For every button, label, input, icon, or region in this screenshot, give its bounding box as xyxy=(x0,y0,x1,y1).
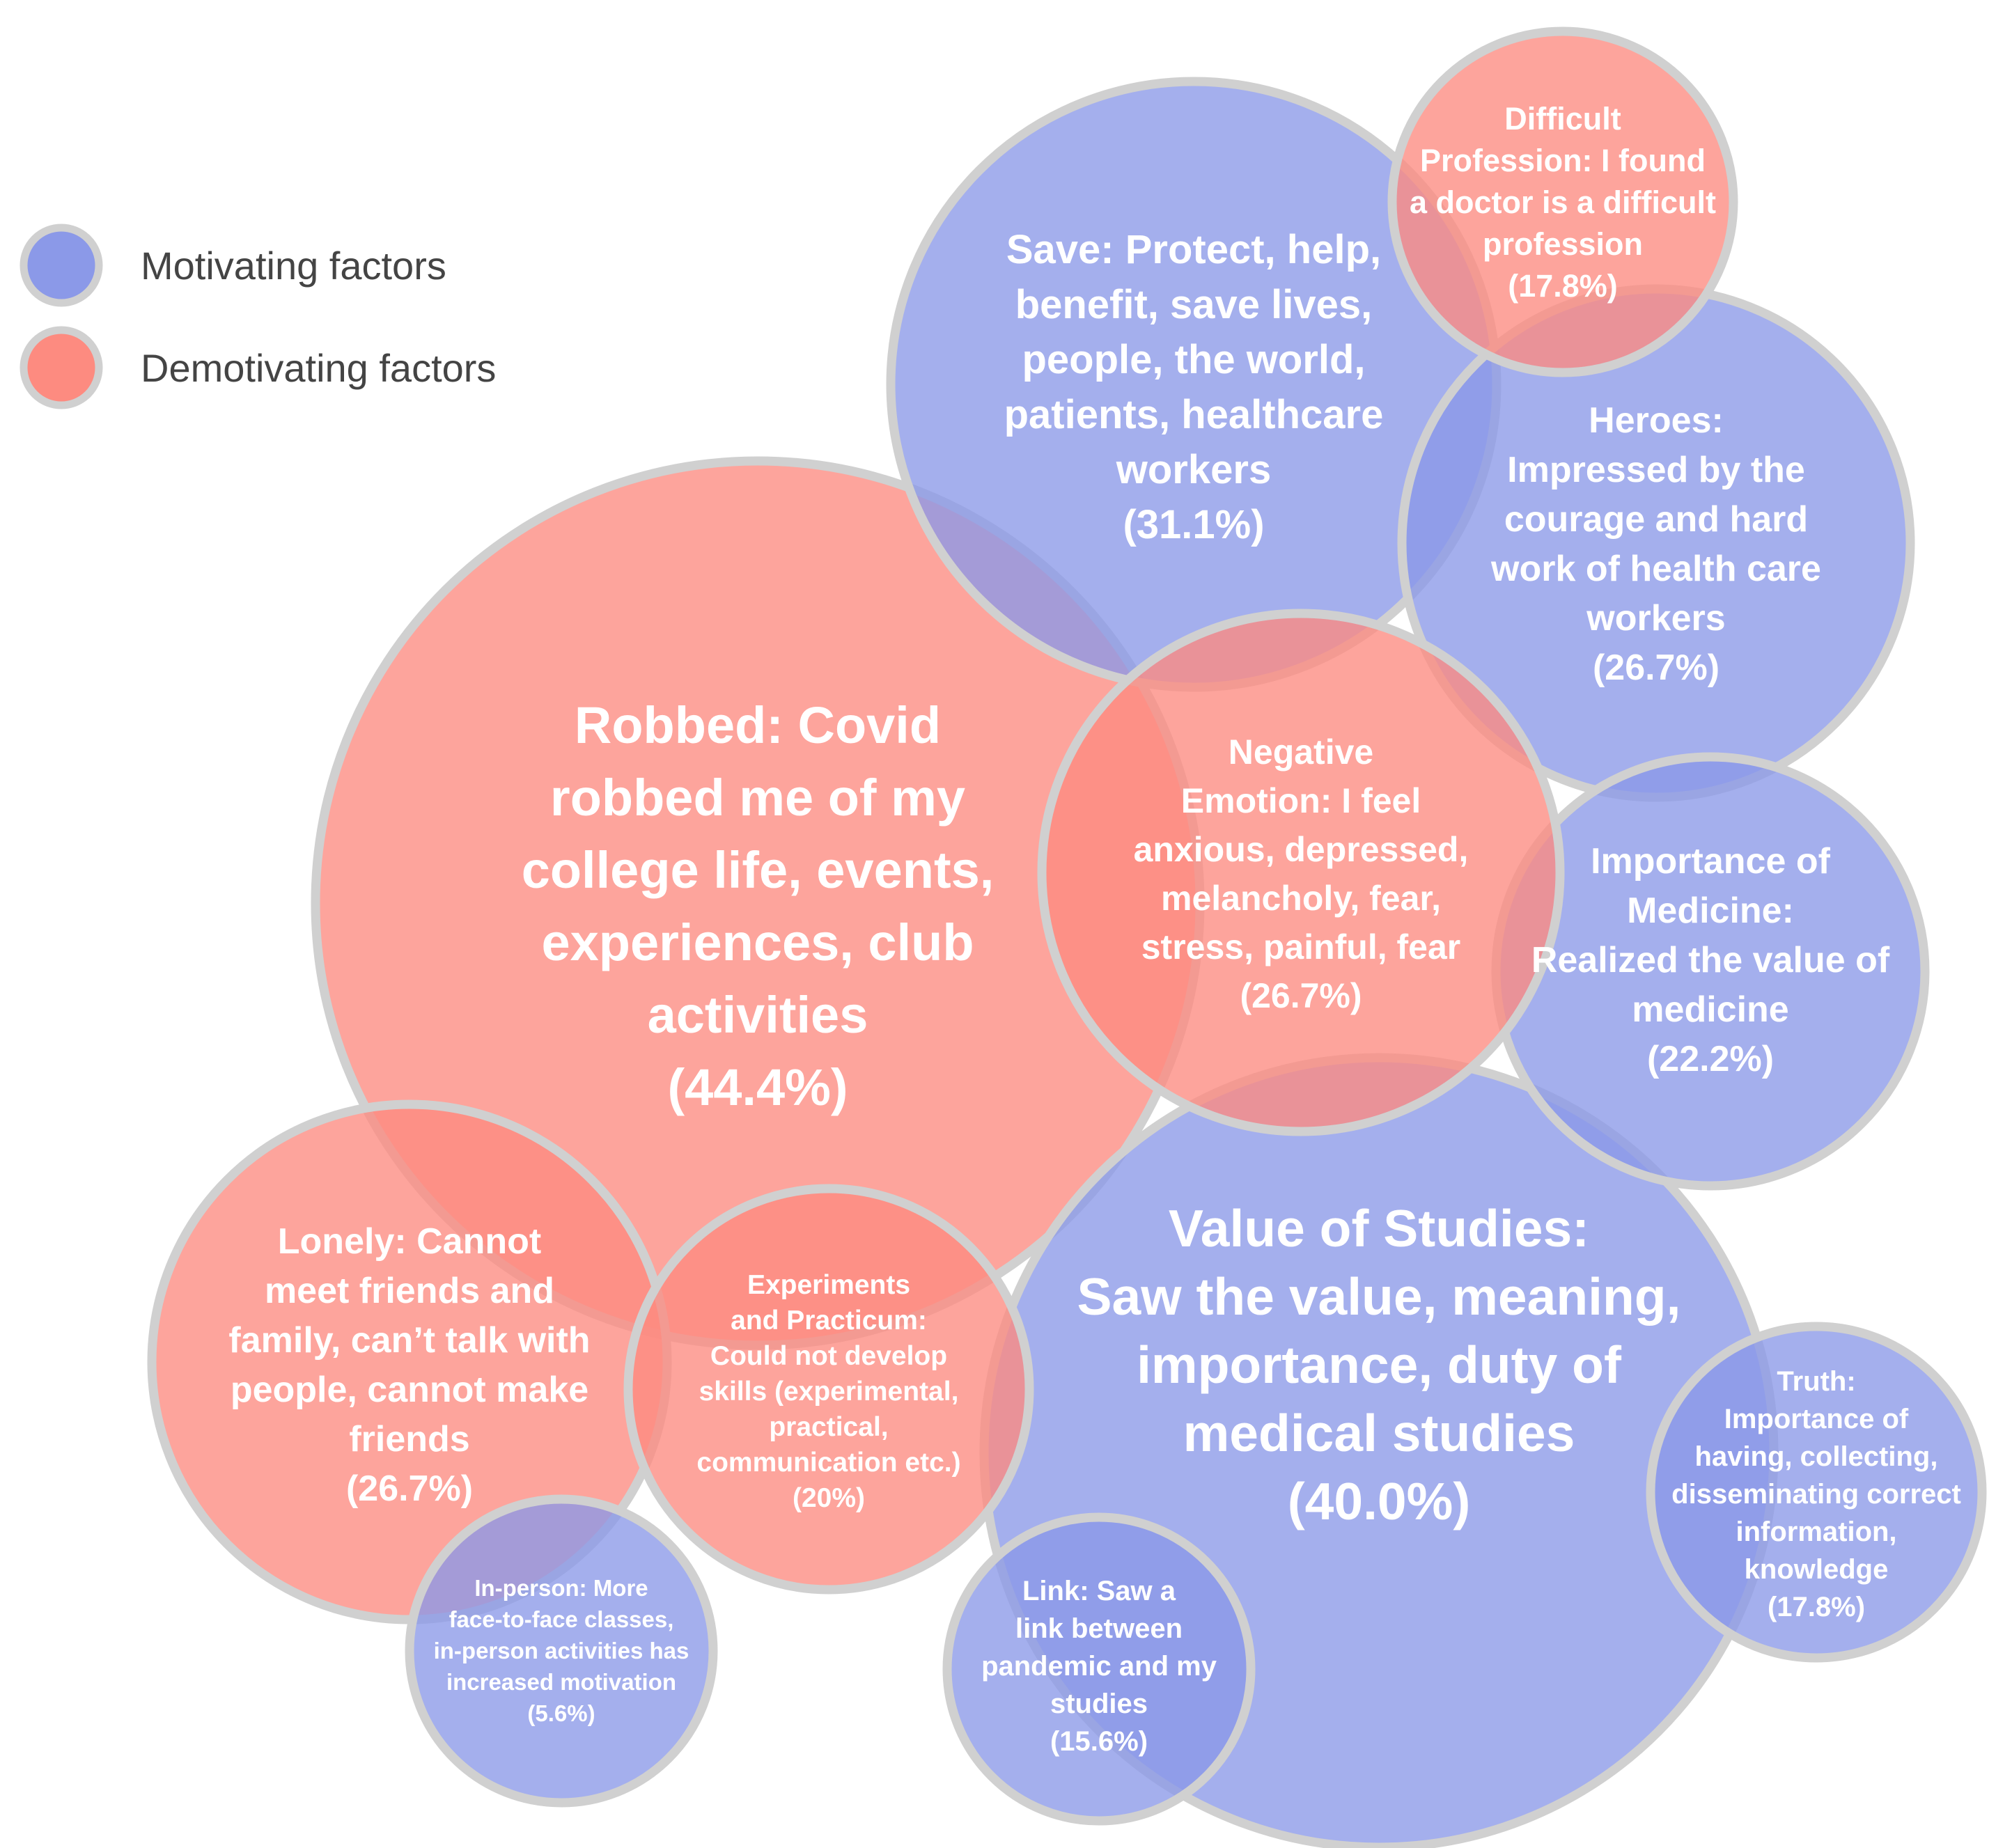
bubble-label-line: (5.6%) xyxy=(527,1700,595,1726)
bubble-label-line: pandemic and my xyxy=(981,1651,1217,1682)
bubble-label-line: Value of Studies: xyxy=(1169,1199,1589,1258)
bubble-label-line: Profession: I found xyxy=(1420,143,1706,178)
bubble-demotivating xyxy=(1387,26,1738,377)
bubble-label-line: Negative xyxy=(1229,733,1373,772)
bubble-label-line: friends xyxy=(349,1419,469,1459)
bubble-label-line: increased motivation xyxy=(446,1669,676,1695)
bubble-label-line: meet friends and xyxy=(265,1271,554,1311)
bubble-label: Lonely: Cannot meet friends and family, ca… xyxy=(228,1221,590,1509)
bubble-motivating xyxy=(942,1512,1256,1826)
bubble-label: Importance of Medicine: Realized the value… xyxy=(1531,841,1890,1079)
bubble-label-line: stress, painful, fear xyxy=(1141,927,1461,966)
bubble-label-line: (17.8%) xyxy=(1508,268,1618,304)
bubble-label-line: in-person activities has xyxy=(434,1638,689,1663)
labels-layer: Robbed: Covid robbed me of my college life… xyxy=(228,101,1960,1757)
bubble-label-line: knowledge xyxy=(1745,1554,1889,1585)
bubbles-layer xyxy=(147,26,1987,1848)
bubble-label-line: Truth: xyxy=(1777,1366,1855,1397)
bubble-label-line: Could not develop xyxy=(710,1341,947,1371)
bubble-label: Truth: Importance of having, collecting, di… xyxy=(1671,1366,1961,1622)
bubble-label: Value of Studies: Saw the value, meaning,… xyxy=(1077,1199,1681,1530)
bubble-label-line: medicine xyxy=(1632,989,1788,1030)
bubble-label-line: experiences, club xyxy=(541,914,974,971)
bubble-label-line: (44.4%) xyxy=(667,1058,848,1116)
bubble-label-line: disseminating correct xyxy=(1671,1479,1961,1510)
bubble-label-line: (17.8%) xyxy=(1768,1592,1865,1622)
bubble-label-line: In-person: More xyxy=(474,1575,648,1601)
bubble-label-line: (26.7%) xyxy=(346,1469,473,1509)
bubble-label-line: (26.7%) xyxy=(1240,976,1362,1015)
bubble-label-line: people, cannot make xyxy=(231,1370,588,1410)
bubble-demotivating xyxy=(623,1184,1034,1595)
bubble-label-line: melancholy, fear, xyxy=(1161,879,1441,918)
bubble-label: In-person: More face-to-face classes, in-p… xyxy=(434,1575,689,1726)
bubble-label-line: workers xyxy=(1586,598,1725,639)
bubble-demotivating xyxy=(1037,609,1565,1136)
bubble-label-line: having, collecting, xyxy=(1695,1441,1938,1472)
legend-demotivating-swatch xyxy=(20,326,103,409)
bubble-label-line: work of health care xyxy=(1490,549,1821,589)
bubble-label-line: (15.6%) xyxy=(1050,1726,1148,1757)
bubble-label-line: (26.7%) xyxy=(1593,648,1719,688)
bubble-label-line: benefit, save lives, xyxy=(1015,282,1373,327)
bubble-label-line: robbed me of my xyxy=(550,769,965,827)
bubble-label-line: anxious, depressed, xyxy=(1134,830,1469,869)
bubble-label-line: family, can’t talk with xyxy=(228,1320,590,1361)
bubble-label-line: information, xyxy=(1736,1517,1896,1547)
bubble-label-line: activities xyxy=(648,986,868,1044)
bubble-label: Link: Saw a link between pandemic and my st… xyxy=(981,1576,1217,1757)
bubble-label-line: importance, duty of xyxy=(1137,1336,1622,1394)
bubble-label-line: Experiments xyxy=(747,1270,910,1300)
legend: Motivating factors Demotivating factors xyxy=(20,224,496,409)
bubble-motivating xyxy=(405,1494,718,1808)
bubble-label-line: face-to-face classes, xyxy=(449,1606,674,1632)
bubble-label-line: courage and hard xyxy=(1504,499,1808,540)
bubble-label-line: college life, events, xyxy=(522,841,995,899)
bubble-label-line: a doctor is a difficult xyxy=(1410,185,1716,220)
legend-motivating-swatch xyxy=(20,224,103,307)
bubble-label: Save: Protect, help, benefit, save lives,… xyxy=(1004,227,1384,547)
bubble-label-line: Emotion: I feel xyxy=(1181,781,1421,820)
bubble-label: Experiments and Practicum: Could not devel… xyxy=(696,1270,960,1513)
bubble-label-line: and Practicum: xyxy=(731,1306,927,1336)
bubble-label-line: Heroes: xyxy=(1589,400,1724,441)
bubble-motivating xyxy=(1646,1322,1987,1663)
bubble-label-line: Difficult xyxy=(1504,101,1621,136)
bubble-label-line: Realized the value of xyxy=(1531,940,1890,980)
bubble-label-line: people, the world, xyxy=(1022,337,1365,382)
legend-demotivating-label: Demotivating factors xyxy=(141,346,496,390)
bubble-label-line: (20%) xyxy=(793,1483,865,1513)
bubble-label-line: Save: Protect, help, xyxy=(1006,227,1381,272)
bubble-label-line: Importance of xyxy=(1724,1404,1909,1434)
bubble-label-line: studies xyxy=(1050,1689,1148,1719)
bubble-label-line: Lonely: Cannot xyxy=(278,1221,541,1262)
bubble-label-line: patients, healthcare xyxy=(1004,392,1384,437)
bubble-label-line: (40.0%) xyxy=(1288,1472,1471,1530)
bubble-label-line: Importance of xyxy=(1591,841,1830,882)
legend-motivating-label: Motivating factors xyxy=(141,244,446,288)
bubble-label-line: profession xyxy=(1483,226,1643,262)
bubble-label-line: link between xyxy=(1015,1613,1183,1644)
bubble-label-line: Robbed: Covid xyxy=(575,696,941,754)
bubble-label-line: practical, xyxy=(769,1412,888,1442)
bubble-label-line: Saw the value, meaning, xyxy=(1077,1267,1681,1326)
bubble-label-line: skills (experimental, xyxy=(699,1377,959,1407)
bubble-label-line: medical studies xyxy=(1183,1404,1575,1462)
bubble-label-line: (22.2%) xyxy=(1647,1039,1774,1079)
bubble-label-line: Medicine: xyxy=(1627,891,1794,931)
bubble-label-line: Impressed by the xyxy=(1507,450,1805,490)
bubble-label: Heroes: Impressed by the courage and hard w… xyxy=(1490,400,1821,688)
bubble-label: Robbed: Covid robbed me of my college life… xyxy=(522,696,995,1116)
bubble-label-line: (31.1%) xyxy=(1123,502,1264,547)
bubble-label-line: Link: Saw a xyxy=(1022,1576,1176,1606)
bubble-label-line: workers xyxy=(1116,447,1271,492)
bubble-label-line: communication etc.) xyxy=(696,1448,960,1478)
